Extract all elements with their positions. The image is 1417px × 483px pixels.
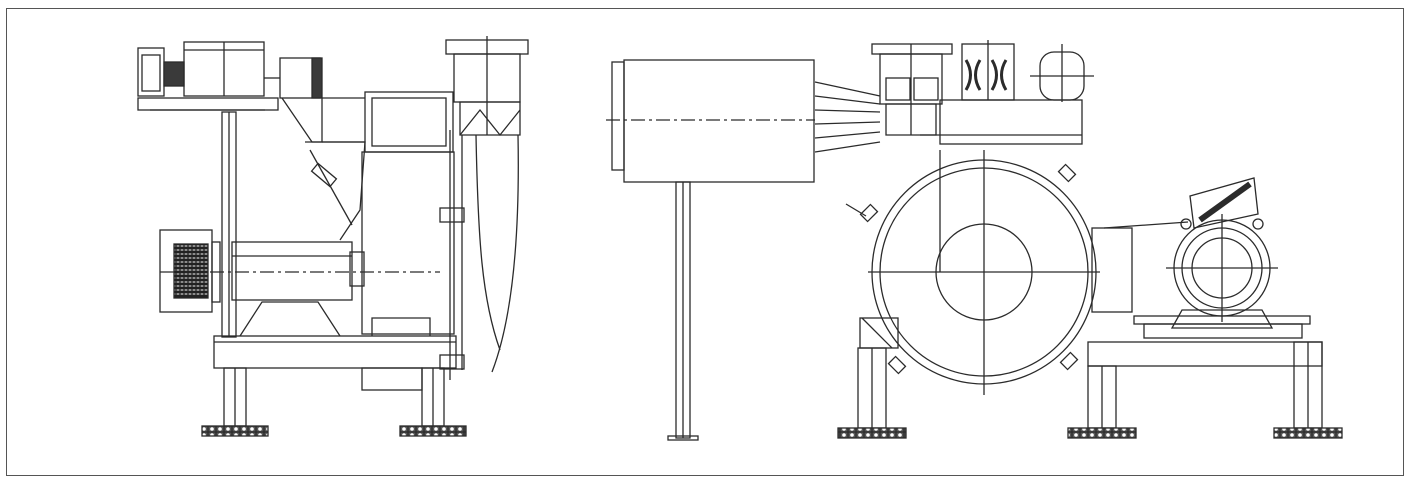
inlet-chute bbox=[281, 97, 366, 241]
electric-motor bbox=[1166, 177, 1278, 329]
front-elevation-view bbox=[606, 40, 1343, 441]
base-legs bbox=[201, 367, 467, 437]
exhaust-duct bbox=[439, 36, 529, 380]
base-frame bbox=[213, 301, 457, 391]
tank-support-post bbox=[667, 181, 699, 441]
upper-housing bbox=[920, 99, 1083, 145]
inlet-head bbox=[871, 43, 953, 136]
central-housing bbox=[322, 91, 455, 335]
rotor-drum bbox=[160, 241, 440, 301]
filter-box bbox=[961, 40, 1015, 101]
drive-motor bbox=[159, 229, 221, 313]
top-aux-motor bbox=[1030, 44, 1094, 102]
outlet-connector bbox=[1091, 221, 1189, 313]
front-base-frame bbox=[859, 317, 1323, 367]
motor-base-plate bbox=[1133, 315, 1311, 339]
support-column bbox=[221, 111, 237, 338]
silencer-tank bbox=[606, 59, 881, 183]
front-base-legs bbox=[837, 341, 1343, 439]
side-elevation-view bbox=[137, 36, 529, 437]
fan-casing bbox=[845, 150, 1100, 395]
top-feeder bbox=[137, 41, 323, 111]
